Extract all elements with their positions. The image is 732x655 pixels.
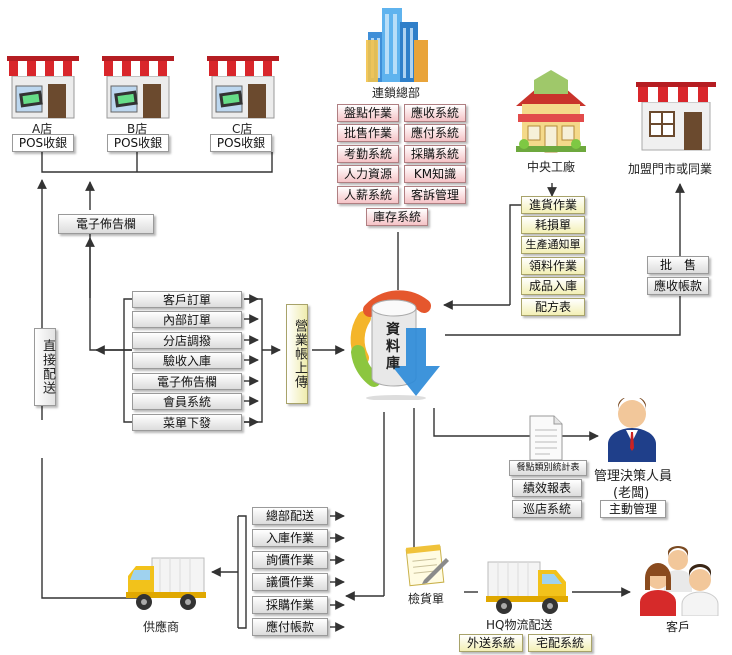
factory-item-purchase-in[interactable]: 進貨作業 bbox=[521, 196, 585, 214]
supplier-item-payable[interactable]: 應付帳款 bbox=[252, 618, 328, 636]
factory-item-material-pick[interactable]: 領料作業 bbox=[521, 257, 585, 275]
hq-module-payroll[interactable]: 人薪系統 bbox=[337, 186, 399, 204]
sales-upload-box[interactable]: 營業帳上傳 bbox=[286, 304, 308, 404]
store-op-branch-transfer[interactable]: 分店調撥 bbox=[132, 332, 242, 349]
store-op-menu-dispatch[interactable]: 菜單下發 bbox=[132, 414, 242, 431]
store-b-label: B店 bbox=[127, 122, 148, 136]
manager-person-icon bbox=[608, 398, 656, 462]
bulletin-board-box[interactable]: 電子佈告欄 bbox=[58, 214, 154, 234]
store-a-icon bbox=[7, 56, 79, 119]
factory-house-icon bbox=[516, 70, 586, 153]
store-c-pos-box[interactable]: POS收銀 bbox=[210, 134, 272, 152]
hq-module-hr[interactable]: 人力資源 bbox=[337, 165, 399, 183]
report-performance[interactable]: 績效報表 bbox=[512, 479, 582, 497]
supplier-item-purchase[interactable]: 採購作業 bbox=[252, 596, 328, 614]
hq-module-complaint[interactable]: 客訴管理 bbox=[404, 186, 466, 204]
report-store-patrol[interactable]: 巡店系統 bbox=[512, 500, 582, 518]
factory-item-loss[interactable]: 耗損單 bbox=[521, 216, 585, 234]
supplier-item-inquiry[interactable]: 詢價作業 bbox=[252, 551, 328, 569]
manager-label: 管理決策人員 bbox=[594, 469, 673, 484]
customers-people-icon bbox=[640, 546, 719, 616]
inspection-notepad-icon bbox=[405, 544, 449, 587]
factory-item-production-notice[interactable]: 生產通知單 bbox=[521, 236, 585, 254]
report-category-stats[interactable]: 餐點類別統計表 bbox=[509, 460, 587, 476]
customer-label: 客戶 bbox=[666, 620, 691, 634]
franchise-item-wholesale[interactable]: 批 售 bbox=[647, 256, 709, 274]
store-a-pos-box[interactable]: POS收銀 bbox=[12, 134, 74, 152]
supplier-truck-icon bbox=[126, 557, 206, 610]
store-a-label: A店 bbox=[32, 122, 53, 136]
store-op-member-system[interactable]: 會員系統 bbox=[132, 393, 242, 410]
hq-module-stock[interactable]: 庫存系統 bbox=[366, 208, 428, 226]
direct-delivery-box[interactable]: 直接配送 bbox=[34, 328, 56, 406]
factory-item-product-in[interactable]: 成品入庫 bbox=[521, 277, 585, 295]
logistics-truck-icon bbox=[486, 561, 568, 614]
logistics-title: HQ物流配送 bbox=[486, 618, 553, 632]
database-icon bbox=[350, 290, 440, 400]
manager-sublabel: (老闆) bbox=[613, 486, 650, 501]
store-op-bulletin[interactable]: 電子佈告欄 bbox=[132, 373, 242, 390]
active-management-box[interactable]: 主動管理 bbox=[600, 500, 666, 518]
report-document-icon bbox=[529, 415, 563, 461]
hq-module-km[interactable]: KM知識 bbox=[404, 165, 466, 183]
store-c-label: C店 bbox=[232, 122, 253, 136]
store-op-internal-order[interactable]: 內部訂單 bbox=[132, 311, 242, 328]
store-op-receiving[interactable]: 驗收入庫 bbox=[132, 352, 242, 369]
store-b-icon bbox=[102, 56, 174, 119]
hq-module-inventory-count[interactable]: 盤點作業 bbox=[337, 104, 399, 122]
store-c-icon bbox=[207, 56, 279, 119]
database-label: 資料庫 bbox=[386, 322, 400, 372]
franchise-title: 加盟門市或同業 bbox=[628, 162, 713, 176]
logistics-item-takeout[interactable]: 外送系統 bbox=[459, 634, 523, 652]
hq-module-attendance[interactable]: 考勤系統 bbox=[337, 145, 399, 163]
supplier-item-stock-in[interactable]: 入庫作業 bbox=[252, 529, 328, 547]
hq-title: 連鎖總部 bbox=[372, 86, 421, 100]
hq-building-icon bbox=[366, 8, 428, 82]
inspection-label: 檢貨單 bbox=[408, 592, 445, 606]
store-op-customer-order[interactable]: 客戶訂單 bbox=[132, 291, 242, 308]
franchise-item-receivable[interactable]: 應收帳款 bbox=[647, 277, 709, 295]
factory-title: 中央工廠 bbox=[527, 160, 576, 174]
supplier-title: 供應商 bbox=[143, 620, 180, 634]
logistics-item-home-delivery[interactable]: 宅配系統 bbox=[528, 634, 592, 652]
hq-module-receivable[interactable]: 應收系統 bbox=[404, 104, 466, 122]
franchise-store-icon bbox=[636, 82, 716, 151]
store-b-pos-box[interactable]: POS收銀 bbox=[107, 134, 169, 152]
supplier-item-negotiation[interactable]: 議價作業 bbox=[252, 573, 328, 591]
hq-module-purchasing[interactable]: 採購系統 bbox=[404, 145, 466, 163]
hq-module-payable[interactable]: 應付系統 bbox=[404, 124, 466, 142]
hq-module-wholesale[interactable]: 批售作業 bbox=[337, 124, 399, 142]
factory-item-recipe[interactable]: 配方表 bbox=[521, 298, 585, 316]
supplier-item-hq-delivery[interactable]: 總部配送 bbox=[252, 507, 328, 525]
